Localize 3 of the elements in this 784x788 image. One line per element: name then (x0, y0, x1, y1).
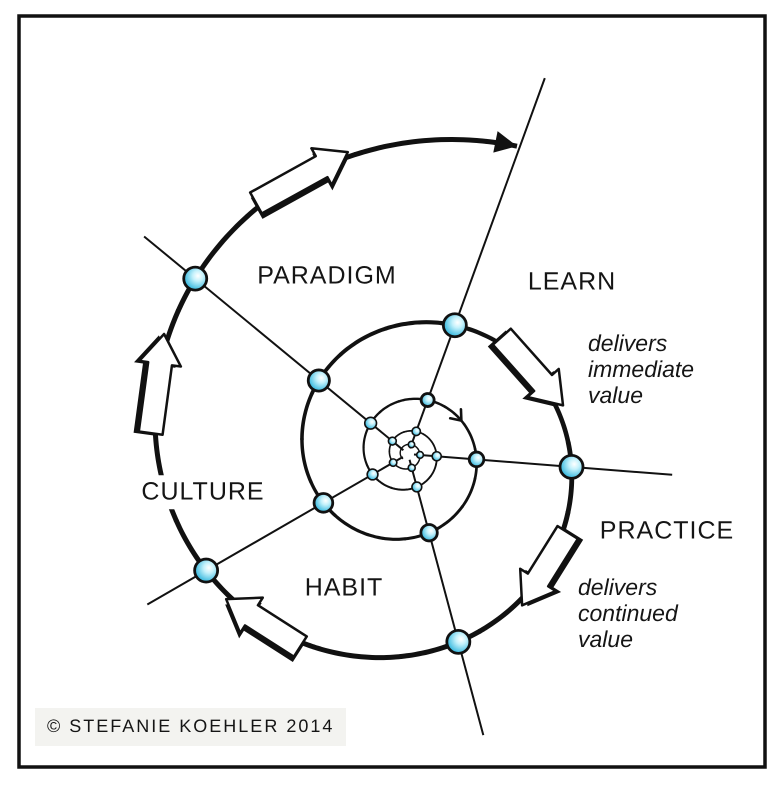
note-text: delivers immediate value (588, 330, 696, 408)
copyright-note: © STEFANIE KOEHLER 2014 (35, 708, 346, 746)
note-text: delivers continued value (578, 574, 680, 652)
